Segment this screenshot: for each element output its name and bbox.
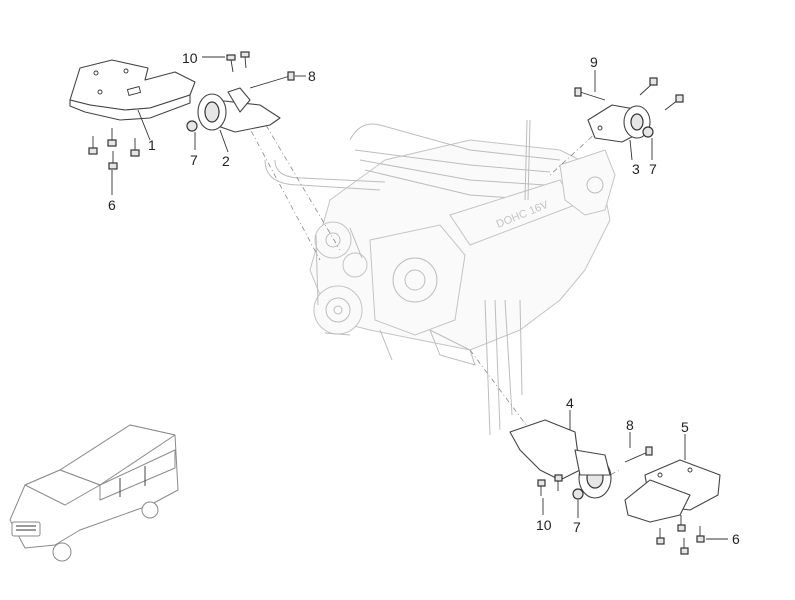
bolt [108, 151, 118, 170]
callout-2: 2 [222, 153, 230, 169]
right-mount-insulator [587, 104, 651, 143]
callout-7-left: 7 [190, 152, 198, 168]
callout-9: 9 [590, 54, 598, 70]
callout-6-right: 6 [732, 531, 740, 547]
bolt-pair-top [226, 51, 250, 73]
bolt [107, 128, 117, 147]
nut-left [186, 120, 198, 132]
bolt [88, 136, 98, 155]
callout-4: 4 [566, 395, 574, 411]
bolt [130, 138, 140, 157]
callout-7-right: 7 [649, 161, 657, 177]
callout-10-top: 10 [182, 50, 198, 66]
callout-1: 1 [148, 137, 156, 153]
leader-lines [111, 56, 728, 540]
right-lower-bracket [624, 459, 721, 523]
lower-mount-bracket [509, 419, 612, 499]
left-mount-bracket [69, 59, 196, 121]
callout-3: 3 [632, 161, 640, 177]
callout-labels: 1 2 3 4 5 6 6 7 7 7 8 8 9 10 10 [108, 50, 740, 547]
callout-8-lower: 8 [626, 417, 634, 433]
bolt-set-left [88, 128, 140, 170]
callout-6-left: 6 [108, 197, 116, 213]
callout-10-lower: 10 [536, 517, 552, 533]
long-bolt-top [249, 71, 295, 89]
bolt-set-right [656, 515, 705, 555]
callout-8-top: 8 [308, 68, 316, 84]
lower-bolts [537, 446, 653, 500]
callout-7-lower: 7 [573, 519, 581, 535]
left-mount-insulator [197, 87, 281, 133]
callout-5: 5 [681, 419, 689, 435]
vehicle-thumbnail [9, 424, 179, 562]
engine-assembly: DOHC 16V [264, 119, 616, 436]
right-bolts [574, 77, 684, 138]
